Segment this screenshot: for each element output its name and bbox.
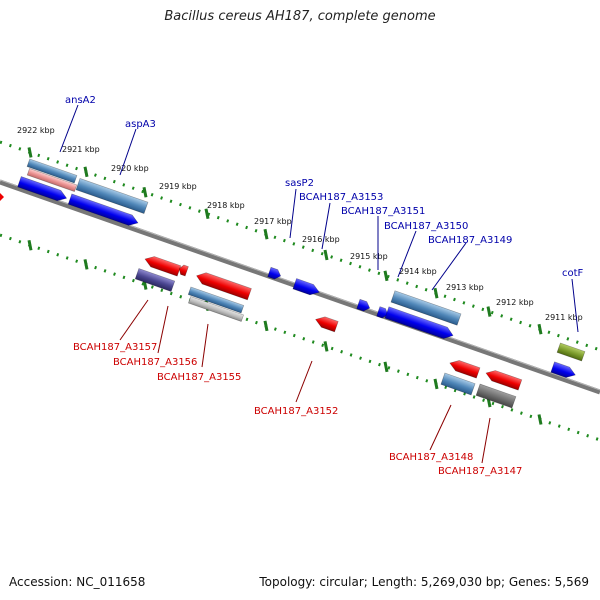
- forward-gene-arrow: [376, 306, 389, 319]
- major-tick: [142, 186, 148, 198]
- reverse-gene-label: BCAH187_A3152: [254, 406, 338, 417]
- kbp-tick-label: 2913 kbp: [446, 283, 484, 292]
- topology-label: Topology: circular; Length: 5,269,030 bp…: [259, 575, 589, 589]
- leader-line: [571, 278, 579, 333]
- gene-features: [0, 158, 586, 409]
- kbp-tick-label: 2915 kbp: [350, 252, 388, 261]
- gene-block: [187, 286, 245, 314]
- forward-gene-arrow: [67, 193, 139, 226]
- major-tick: [204, 208, 210, 220]
- reverse-gene-label: BCAH187_A3156: [113, 357, 197, 368]
- kbp-tick-label: 2920 kbp: [111, 164, 149, 173]
- major-tick: [323, 249, 329, 261]
- reverse-gene-arrow: [315, 316, 339, 333]
- gene-block: [440, 372, 476, 396]
- forward-gene-label: cotF: [562, 268, 584, 279]
- leader-line: [429, 404, 452, 451]
- reverse-gene-arrow: [485, 370, 523, 391]
- major-tick: [323, 341, 329, 352]
- forward-gene-arrow: [17, 176, 68, 202]
- forward-gene-label: sasP2: [285, 178, 314, 189]
- major-tick: [263, 320, 269, 332]
- reverse-gene-arrow: [0, 193, 4, 201]
- reverse-gene-label: BCAH187_A3155: [157, 372, 241, 383]
- kbp-tick-labels: 2922 kbp 2921 kbp 2920 kbp 2919 kbp 2918 kbp…: [17, 126, 583, 322]
- forward-gene-label: BCAH187_A3150: [384, 221, 468, 232]
- gene-block: [134, 268, 176, 292]
- gene-block: [75, 178, 149, 214]
- forward-gene-arrow: [384, 306, 454, 339]
- genome-title: Bacillus cereus AH187, complete genome: [164, 9, 436, 24]
- leader-line: [397, 230, 417, 278]
- forward-gene-label: BCAH187_A3153: [299, 192, 383, 203]
- leader-line: [157, 305, 169, 354]
- kbp-tick-label: 2921 kbp: [62, 145, 100, 154]
- forward-gene-label: aspA3: [125, 119, 156, 130]
- gene-block: [475, 383, 517, 409]
- leader-line: [201, 323, 209, 368]
- gene-block: [188, 296, 244, 322]
- reverse-gene-arrow: [449, 360, 481, 379]
- kbp-tick-label: 2914 kbp: [399, 267, 437, 276]
- reverse-gene-arrow: [178, 264, 189, 277]
- kbp-tick-label: 2911 kbp: [545, 313, 583, 322]
- reverse-gene-arrow: [196, 272, 252, 301]
- leader-line: [431, 242, 467, 291]
- kbp-tick-label: 2912 kbp: [496, 298, 534, 307]
- forward-gene-arrow: [292, 278, 320, 296]
- major-tick: [27, 239, 33, 251]
- label-leaders: [59, 104, 579, 464]
- kbp-tick-label: 2916 kbp: [302, 235, 340, 244]
- leader-line: [119, 128, 137, 176]
- major-tick: [83, 166, 89, 178]
- gene-block: [26, 168, 78, 192]
- major-tick: [27, 147, 33, 158]
- major-tick: [537, 414, 543, 425]
- kbp-tick-label: 2917 kbp: [254, 217, 292, 226]
- reverse-gene-label: BCAH187_A3148: [389, 452, 473, 463]
- major-tick: [383, 361, 389, 373]
- major-tick: [537, 323, 543, 335]
- forward-gene-arrow: [550, 361, 576, 378]
- forward-gene-arrow: [356, 298, 371, 312]
- forward-gene-label: BCAH187_A3149: [428, 235, 512, 246]
- gene-block: [556, 342, 586, 362]
- reverse-gene-label: BCAH187_A3147: [438, 466, 522, 477]
- major-tick: [486, 306, 492, 317]
- leader-line: [59, 104, 79, 153]
- kbp-tick-label: 2922 kbp: [17, 126, 55, 135]
- leader-line: [481, 417, 491, 464]
- major-tick: [83, 259, 89, 270]
- reverse-gene-label: BCAH187_A3157: [73, 342, 157, 353]
- gene-block: [390, 290, 462, 326]
- gene-block: [26, 158, 78, 184]
- leader-line: [295, 360, 313, 403]
- major-tick: [383, 270, 389, 282]
- gene-labels: ansA2 aspA3 sasP2BCAH187_A3153BCAH187_A315…: [65, 95, 584, 477]
- forward-gene-label: BCAH187_A3151: [341, 206, 425, 217]
- leader-line: [289, 188, 297, 239]
- major-tick: [433, 287, 439, 299]
- leader-line: [119, 299, 149, 341]
- forward-gene-label: ansA2: [65, 95, 96, 106]
- kbp-tick-label: 2918 kbp: [207, 201, 245, 210]
- kbp-tick-label: 2919 kbp: [159, 182, 197, 191]
- major-tick: [263, 228, 269, 240]
- reverse-gene-arrow: [144, 256, 182, 277]
- accession-label: Accession: NC_011658: [9, 575, 146, 589]
- forward-tick-track: [0, 140, 600, 352]
- leader-line: [321, 202, 331, 250]
- forward-gene-arrow: [267, 266, 282, 280]
- major-tick: [433, 378, 439, 390]
